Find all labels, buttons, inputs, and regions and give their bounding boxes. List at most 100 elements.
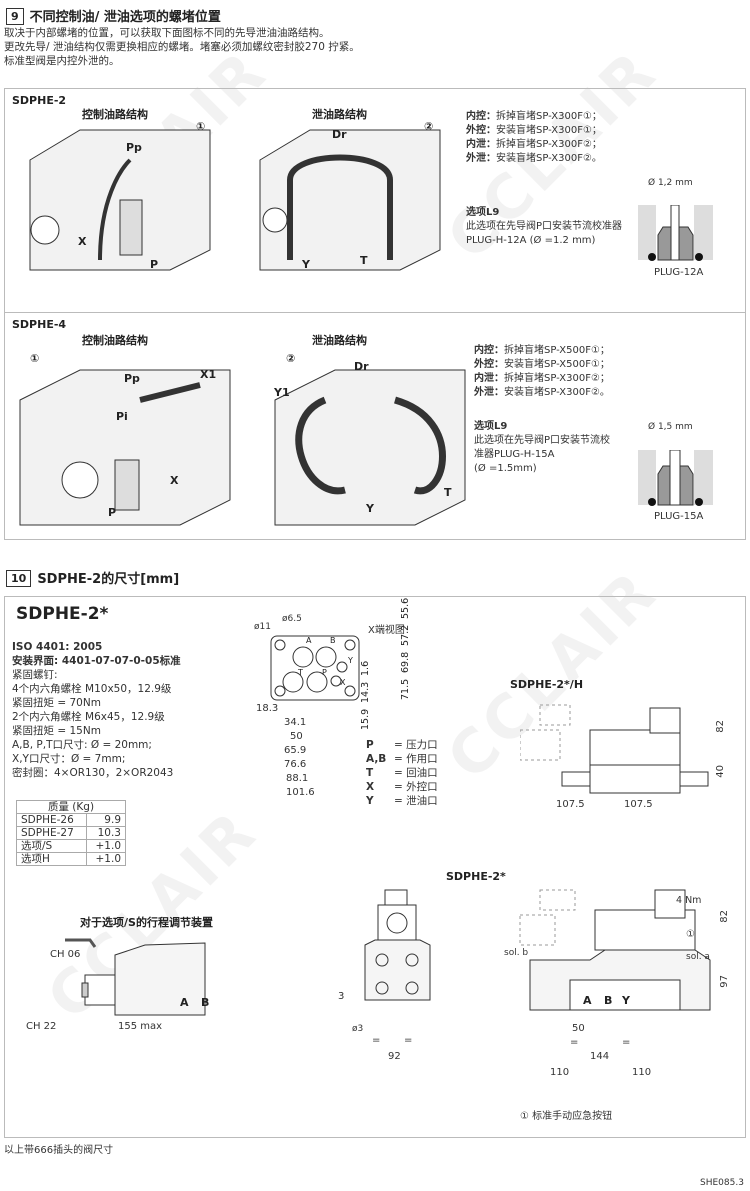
section-number: 9	[6, 8, 24, 25]
sdphe2-drain-drawing	[259, 129, 441, 271]
dim-label: 110	[632, 1067, 652, 1078]
solenoid-label: sol. a	[686, 952, 710, 962]
sdphe2-label: SDPHE-2	[12, 94, 67, 107]
sdphe4-control-drawing	[19, 369, 231, 526]
plug-15a-drawing	[638, 450, 713, 506]
port-label: X	[170, 474, 179, 487]
port-label: B	[201, 996, 210, 1009]
spec-line: 紧固扭矩 = 70Nm	[12, 697, 101, 709]
dimensions-panel	[4, 596, 746, 1138]
section10-heading: 10 SDPHE-2的尺寸[mm]	[6, 568, 179, 587]
dim-label: 144	[590, 1051, 610, 1062]
port-label: A	[180, 996, 189, 1009]
callout-1: ①	[30, 352, 40, 365]
plug-12a-drawing	[638, 205, 713, 261]
section-title: 不同控制油/ 泄油选项的螺堵位置	[29, 10, 221, 25]
option-title: 选项L9	[466, 207, 500, 218]
port-label: X1	[200, 368, 217, 381]
h-view-drawing	[520, 704, 709, 794]
sdphe4-label: SDPHE-4	[12, 318, 67, 331]
spec-line: X,Y口尺寸：Ø = 7mm;	[12, 753, 126, 765]
footer-note: 以上带666插头的阀尺寸	[4, 1145, 114, 1156]
drain-title: 泄油路结构	[312, 334, 367, 347]
plug-dim: Ø 1,5 mm	[648, 422, 693, 432]
dim-label: 92	[388, 1051, 401, 1062]
callout-1: ①	[686, 929, 695, 940]
drain-title: 泄油路结构	[312, 108, 367, 121]
table-row: 选项/S+1.0	[16, 839, 127, 853]
mass-header: 质量 (Kg)	[16, 800, 126, 814]
port-label: Y1	[274, 386, 290, 399]
option-text: (Ø =1.5mm)	[474, 463, 537, 474]
section-number: 10	[6, 570, 32, 587]
spec-line: 紧固螺钉:	[12, 669, 58, 681]
note: 外泄：安装盲堵SP-X300F②。	[466, 153, 602, 164]
note: 内泄：拆掉盲堵SP-X300F②；	[466, 139, 602, 150]
option-text: 此选项在先导阀P口安装节流校	[474, 435, 611, 446]
port-legend: P= 压力口 A,B= 作用口 T= 回油口 X= 外控口 Y= 泄油口	[366, 739, 438, 807]
sdphe4-notes: 内控：拆掉盲堵SP-X500F①； 外控：安装盲堵SP-X500F①； 内泄：拆…	[474, 344, 610, 400]
option-text: 此选项在先导阀P口安装节流校准器PLUG-H-12A (Ø =1.2 mm)	[466, 221, 623, 246]
dim-label: 50	[572, 1023, 585, 1034]
sdphe2-control-drawing	[29, 129, 211, 271]
port-label: P	[150, 258, 159, 271]
sdphe4-drain-drawing	[274, 369, 466, 526]
note: 外控：安装盲堵SP-X500F①；	[474, 359, 610, 370]
dim-label: 3	[338, 991, 345, 1002]
note: 内泄：拆掉盲堵SP-X300F②；	[474, 373, 610, 384]
dim-label: 82	[715, 720, 726, 733]
solenoid-label: sol. b	[504, 948, 529, 958]
wrench-label: CH 06	[50, 949, 81, 960]
dim-label: ø3	[352, 1024, 364, 1034]
dim-label: ø6.5	[282, 614, 302, 624]
dim-label: 82	[719, 910, 730, 923]
port-label: Y	[348, 656, 353, 665]
stroke-adjuster-drawing	[65, 938, 206, 1016]
plug-name: PLUG-12A	[654, 267, 704, 278]
port-label: X	[340, 678, 346, 687]
divider	[4, 312, 746, 313]
dim-label: 40	[715, 765, 726, 778]
port-label: Dr	[354, 360, 369, 373]
port-label: T	[360, 254, 368, 267]
port-label: Y	[366, 502, 374, 515]
note: 外控：安装盲堵SP-X300F①；	[466, 125, 602, 136]
torque-label: 4 Nm	[676, 895, 702, 906]
view-label: X端视图	[368, 625, 405, 636]
dim-label: 107.5	[556, 799, 585, 810]
section9-desc: 取决于内部螺堵的位置，可以获取下面图标不同的先导泄油油路结构。 更改先导/ 泄油…	[4, 26, 360, 68]
spec-line: A,B, P,T口尺寸: Ø = 20mm;	[12, 739, 152, 751]
desc-line: 取决于内部螺堵的位置，可以获取下面图标不同的先导泄油油路结构。	[4, 27, 330, 39]
s-view-title: 对于选项/S的行程调节装置	[80, 916, 213, 929]
port-label: X	[78, 235, 87, 248]
front-view-drawing	[364, 889, 431, 1001]
port-label: A	[306, 636, 312, 645]
port-label: T	[298, 668, 303, 677]
control-title: 控制油路结构	[82, 108, 148, 121]
port-label: Pp	[124, 372, 140, 385]
port-label: Pp	[126, 141, 142, 154]
dim-label: 97	[719, 975, 730, 988]
port-label: B	[330, 636, 336, 645]
section9-heading: 9 不同控制油/ 泄油选项的螺堵位置	[6, 6, 221, 25]
control-title: 控制油路结构	[82, 334, 148, 347]
section-title: SDPHE-2的尺寸[mm]	[37, 572, 180, 587]
dim-label: 110	[550, 1067, 570, 1078]
callout-2: ②	[424, 120, 434, 133]
desc-line: 更改先导/ 泄油结构仅需更换相应的螺堵。堵塞必须加螺纹密封胶270 拧紧。	[4, 41, 360, 53]
port-label: Pi	[116, 410, 128, 423]
port-label: Y	[302, 258, 310, 271]
option-text: 准器PLUG-H-15A	[474, 449, 555, 460]
spec-line: ISO 4401: 2005	[12, 641, 103, 653]
mounting-interface-drawing	[270, 635, 360, 701]
port-label: Y	[622, 994, 630, 1007]
main-view-title: SDPHE-2*	[446, 870, 506, 883]
spec-list: ISO 4401: 2005 安装界面: 4401-07-07-0-05标准 紧…	[12, 640, 181, 780]
dim-label: =	[570, 1037, 579, 1048]
dims-title: SDPHE-2*	[16, 604, 109, 624]
table-row: 选项H+1.0	[16, 852, 127, 866]
